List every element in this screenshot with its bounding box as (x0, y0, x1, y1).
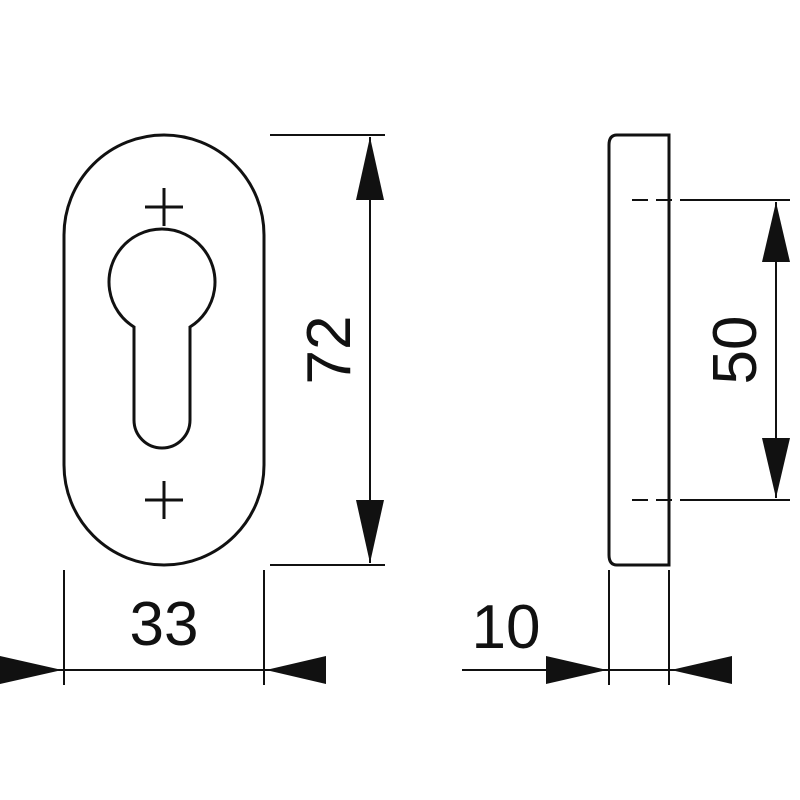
width-label: 33 (130, 590, 199, 659)
thickness-label: 10 (472, 593, 541, 662)
escutcheon-outline (62, 133, 266, 567)
height-dimension: 72 (270, 134, 385, 566)
arrow-down (356, 500, 384, 563)
arrow-left (266, 656, 326, 684)
keyhole-cutout (107, 227, 217, 450)
arrow-right (546, 656, 607, 684)
hole-spacing-label: 50 (701, 316, 770, 385)
arrow-left (671, 656, 732, 684)
hole-spacing-dimension: 50 (680, 199, 790, 501)
thickness-dimension: 10 (462, 570, 732, 685)
screw-mark-top (145, 188, 183, 226)
side-view (607, 133, 680, 567)
screw-mark-bottom (145, 481, 183, 519)
arrow-right (0, 656, 62, 684)
arrow-up (762, 202, 790, 262)
height-label: 72 (295, 316, 364, 385)
side-profile (607, 133, 671, 567)
width-dimension: 33 (0, 570, 326, 685)
front-view (62, 133, 266, 567)
arrow-down (762, 438, 790, 498)
arrow-up (356, 137, 384, 200)
